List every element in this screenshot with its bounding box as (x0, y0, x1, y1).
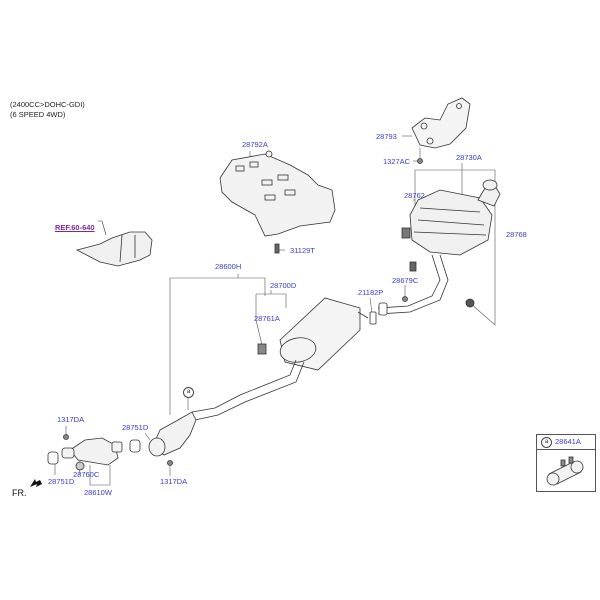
inset-marker: a (541, 437, 552, 448)
nut-1317DA-lower (167, 460, 173, 466)
gasket-28760C (75, 461, 85, 471)
part-label-1317DA-upper[interactable]: 1317DA (57, 415, 85, 424)
leader-lines (54, 135, 496, 486)
hanger-28761A (257, 343, 267, 355)
callout-a-marker[interactable]: a (183, 387, 194, 398)
hanger-28762 (401, 227, 411, 239)
part-label-28768[interactable]: 28768 (506, 230, 527, 239)
part-label-28610W[interactable]: 28610W (84, 488, 112, 497)
gasket-28751D-front (47, 451, 59, 465)
inset-box-28641A[interactable]: a 28641A (536, 434, 596, 492)
bolt-28679C (402, 296, 408, 302)
flange-rear (378, 302, 388, 316)
bolt-31129T (274, 243, 280, 254)
part-label-28760C[interactable]: 28760C (73, 470, 100, 479)
part-label-28751D-center[interactable]: 28751D (122, 423, 149, 432)
catalytic-converter (148, 411, 197, 457)
heat-protector-rear (411, 97, 471, 149)
nut-1327AC (417, 158, 423, 164)
ref-heat-shield (75, 231, 153, 267)
gasket-28751D-center (129, 439, 141, 453)
hanger-rubber-a (409, 261, 417, 272)
hanger-28768 (465, 298, 475, 308)
rear-pipe (377, 254, 449, 315)
part-label-28751D-front[interactable]: 28751D (48, 477, 75, 486)
part-label-28762[interactable]: 28762 (404, 191, 425, 200)
diagram-header: (2400CC>DOHC-GDI) (6 SPEED 4WD) (10, 100, 85, 120)
part-label-28761A[interactable]: 28761A (254, 314, 280, 323)
part-label-28700D[interactable]: 28700D (270, 281, 297, 290)
engine-spec: (2400CC>DOHC-GDI) (10, 100, 85, 109)
front-label: FR. (12, 488, 27, 498)
center-pipe (191, 359, 305, 421)
part-label-1327AC[interactable]: 1327AC (383, 157, 411, 166)
heat-protector-center (219, 150, 336, 237)
part-label-28793[interactable]: 28793 (376, 132, 397, 141)
front-pipe (61, 437, 123, 466)
part-label-1317DA-lower[interactable]: 1317DA (160, 477, 188, 486)
nut-1317DA-upper (63, 434, 69, 440)
transmission-spec: (6 SPEED 4WD) (10, 110, 66, 119)
part-label-28679C[interactable]: 28679C (392, 276, 419, 285)
part-label-28792A[interactable]: 28792A (242, 140, 268, 149)
rear-muffler (409, 179, 501, 256)
part-label-28600H[interactable]: 28600H (215, 262, 242, 271)
part-label-28730A[interactable]: 28730A (456, 153, 482, 162)
center-muffler (279, 297, 361, 371)
reference-link[interactable]: REF.60-640 (55, 223, 95, 232)
part-label-21182P[interactable]: 21182P (358, 288, 384, 297)
gasket-21182P (369, 311, 377, 325)
inset-header: a 28641A (537, 435, 595, 450)
pipe-clamp-drawing (546, 456, 584, 486)
muffler-outlet (357, 311, 369, 319)
part-label-31129T[interactable]: 31129T (290, 246, 315, 255)
part-label-28641A[interactable]: 28641A (555, 437, 581, 446)
front-arrow-icon (30, 479, 42, 487)
